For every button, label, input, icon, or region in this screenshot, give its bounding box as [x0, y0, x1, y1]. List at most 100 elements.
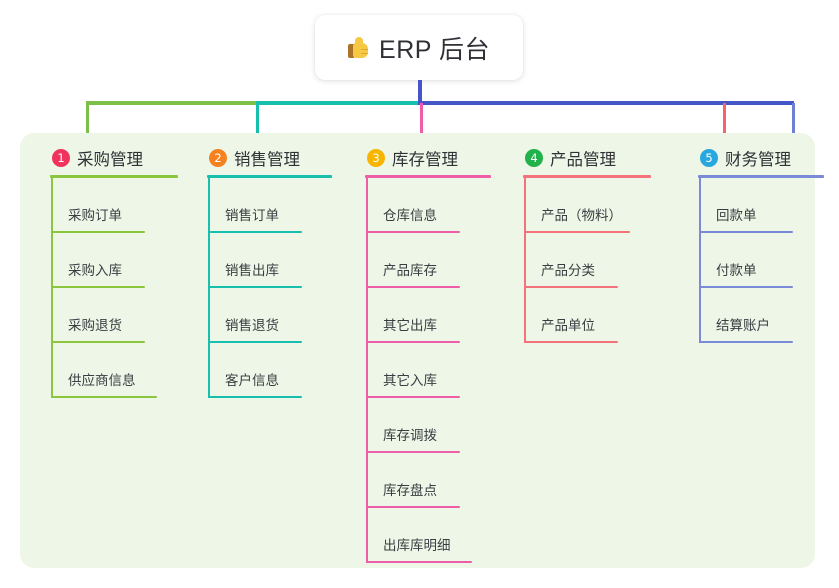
- list-item-label: 库存调拨: [383, 428, 437, 443]
- list-item-label: 其它出库: [383, 318, 437, 333]
- list-item[interactable]: 出库库明细: [350, 508, 491, 563]
- thumbs-up-icon: [348, 36, 370, 59]
- column-stem: [51, 178, 53, 398]
- bus-segment-mid: [256, 101, 420, 105]
- list-item[interactable]: 销售出库: [192, 233, 332, 288]
- list-item-label: 产品分类: [541, 263, 595, 278]
- root-title: ERP 后台: [379, 35, 490, 64]
- drop-connector-5: [792, 103, 795, 147]
- column-title: 采购管理: [77, 151, 143, 169]
- list-item[interactable]: 其它入库: [350, 343, 491, 398]
- list-item-rule: [51, 341, 145, 343]
- bus-segment-right: [418, 101, 794, 105]
- list-item-label: 出库库明细: [383, 538, 451, 553]
- list-item-label: 产品库存: [383, 263, 437, 278]
- column-header-5[interactable]: 5 财务管理: [683, 145, 824, 171]
- list-item[interactable]: 产品单位: [508, 288, 651, 343]
- column-badge-4: 4: [525, 149, 543, 167]
- list-item[interactable]: 供应商信息: [35, 343, 178, 398]
- column-title: 产品管理: [550, 151, 616, 169]
- column-title: 销售管理: [234, 151, 300, 169]
- column-产品管理: 4 产品管理产品（物料） 产品分类产品单位: [508, 145, 651, 343]
- list-item-label: 付款单: [716, 263, 757, 278]
- list-item-label: 库存盘点: [383, 483, 437, 498]
- list-item[interactable]: 产品库存: [350, 233, 491, 288]
- list-item[interactable]: 采购退货: [35, 288, 178, 343]
- list-item-rule: [208, 396, 302, 398]
- list-item-rule: [366, 561, 472, 563]
- list-item-rule: [366, 286, 460, 288]
- list-item[interactable]: 仓库信息: [350, 178, 491, 233]
- list-item-label: 产品单位: [541, 318, 595, 333]
- list-item-rule: [51, 396, 157, 398]
- list-item-rule: [699, 231, 793, 233]
- list-item-label: 供应商信息: [68, 373, 136, 388]
- list-item[interactable]: 产品（物料）: [508, 178, 651, 233]
- column-stem: [699, 178, 701, 343]
- list-item-rule: [366, 506, 460, 508]
- list-item-rule: [51, 286, 145, 288]
- list-item-rule: [524, 286, 618, 288]
- list-item[interactable]: 付款单: [683, 233, 824, 288]
- list-item[interactable]: 库存调拨: [350, 398, 491, 453]
- drop-connector-3: [420, 103, 423, 147]
- column-header-3[interactable]: 3 库存管理: [350, 145, 491, 171]
- list-item-label: 销售出库: [225, 263, 279, 278]
- list-item-rule: [366, 396, 460, 398]
- list-item-rule: [51, 231, 145, 233]
- column-库存管理: 3 库存管理仓库信息产品库存其它出库其它入库库存调拨库存盘点出库库明细: [350, 145, 491, 563]
- column-header-rule: [50, 175, 178, 178]
- column-header-rule: [365, 175, 491, 178]
- list-item[interactable]: 产品分类: [508, 233, 651, 288]
- list-item[interactable]: 客户信息: [192, 343, 332, 398]
- column-title: 库存管理: [392, 151, 458, 169]
- column-badge-5: 5: [700, 149, 718, 167]
- list-item-label: 仓库信息: [383, 208, 437, 223]
- column-header-1[interactable]: 1 采购管理: [35, 145, 178, 171]
- list-item-rule: [208, 286, 302, 288]
- list-item-rule: [366, 451, 460, 453]
- diagram-panel: 1 采购管理采购订单采购入库采购退货供应商信息 2 销售管理销售订单销售出库销售退货客…: [20, 133, 824, 568]
- column-title: 财务管理: [725, 151, 791, 169]
- column-items: 仓库信息产品库存其它出库其它入库库存调拨库存盘点出库库明细: [350, 178, 491, 563]
- list-item[interactable]: 其它出库: [350, 288, 491, 343]
- column-header-4[interactable]: 4 产品管理: [508, 145, 651, 171]
- list-item[interactable]: 采购入库: [35, 233, 178, 288]
- list-item-label: 结算账户: [716, 318, 770, 333]
- column-header-2[interactable]: 2 销售管理: [192, 145, 332, 171]
- bus-segment-left: [86, 101, 258, 105]
- column-items: 回款单付款单结算账户: [683, 178, 824, 343]
- column-items: 采购订单采购入库采购退货供应商信息: [35, 178, 178, 398]
- column-header-rule: [207, 175, 332, 178]
- column-badge-2: 2: [209, 149, 227, 167]
- list-item-label: 采购入库: [68, 263, 122, 278]
- list-item[interactable]: 采购订单: [35, 178, 178, 233]
- trunk-connector: [418, 80, 422, 103]
- column-stem: [524, 178, 526, 343]
- list-item-label: 其它入库: [383, 373, 437, 388]
- drop-connector-4: [723, 103, 726, 147]
- list-item[interactable]: 销售订单: [192, 178, 332, 233]
- column-badge-3: 3: [367, 149, 385, 167]
- column-header-rule: [698, 175, 824, 178]
- list-item[interactable]: 销售退货: [192, 288, 332, 343]
- column-items: 产品（物料） 产品分类产品单位: [508, 178, 651, 343]
- drop-connector-1: [86, 103, 89, 147]
- column-badge-1: 1: [52, 149, 70, 167]
- list-item-label: 客户信息: [225, 373, 279, 388]
- column-header-rule: [523, 175, 651, 178]
- list-item[interactable]: 结算账户: [683, 288, 824, 343]
- list-item-rule: [366, 341, 460, 343]
- list-item[interactable]: 库存盘点: [350, 453, 491, 508]
- column-items: 销售订单销售出库销售退货客户信息: [192, 178, 332, 398]
- root-node[interactable]: ERP 后台: [315, 15, 523, 80]
- list-item-label: 采购订单: [68, 208, 122, 223]
- list-item-label: 销售退货: [225, 318, 279, 333]
- list-item[interactable]: 回款单: [683, 178, 824, 233]
- list-item-label: 回款单: [716, 208, 757, 223]
- list-item-rule: [208, 231, 302, 233]
- list-item-label: 产品（物料）: [541, 208, 622, 223]
- column-stem: [208, 178, 210, 398]
- drop-connector-2: [256, 103, 259, 147]
- list-item-rule: [524, 231, 630, 233]
